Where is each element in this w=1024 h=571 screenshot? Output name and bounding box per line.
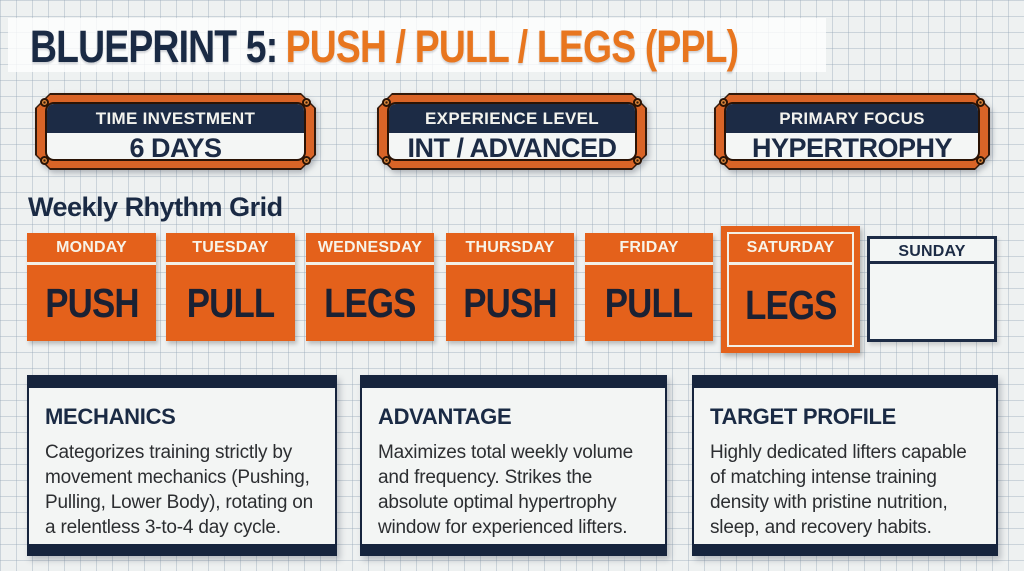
week-grid-heading: Weekly Rhythm Grid (28, 192, 283, 222)
day-name: THURSDAY (465, 239, 555, 256)
card-text: Highly dedicated lifters capable of matc… (710, 442, 967, 539)
badge-time-investment: TIME INVESTMENT 6 DAYS (35, 93, 316, 170)
day-cell-thursday: THURSDAY PUSH (446, 233, 574, 341)
page-title: BLUEPRINT 5:PUSH / PULL / LEGS (PPL) (30, 21, 739, 73)
badge-label: EXPERIENCE LEVEL (389, 104, 635, 133)
badge-value: HYPERTROPHY (751, 133, 953, 161)
card-text: Maximizes total weekly volume and freque… (378, 442, 634, 539)
day-separator (166, 262, 295, 265)
card-title: MECHANICS (45, 404, 176, 429)
screw-icon (633, 98, 642, 107)
card-text: Categorizes training strictly by movemen… (45, 442, 314, 539)
day-body: PULL (166, 265, 295, 341)
day-body: LEGS (306, 265, 434, 341)
day-name: SATURDAY (746, 239, 835, 256)
day-cell-sunday-rest: SUNDAY (867, 236, 997, 342)
day-body: LEGS (729, 265, 852, 345)
highlight-frame: SATURDAY LEGS (727, 232, 854, 347)
day-cell-wednesday: WEDNESDAY LEGS (306, 233, 434, 341)
card-title: TARGET PROFILE (710, 404, 897, 429)
badge-value: 6 DAYS (129, 133, 222, 161)
screw-icon (633, 156, 642, 165)
day-name: MONDAY (56, 239, 127, 256)
day-name: SUNDAY (870, 239, 994, 264)
screw-icon (40, 156, 49, 165)
day-name: TUESDAY (192, 239, 269, 256)
day-body-empty (870, 264, 994, 339)
day-separator (446, 262, 574, 265)
day-name: WEDNESDAY (317, 239, 423, 256)
page-title-prefix: BLUEPRINT 5: (30, 21, 278, 72)
screw-icon (382, 156, 391, 165)
badge-plate: TIME INVESTMENT 6 DAYS (45, 102, 306, 161)
day-name: FRIDAY (619, 239, 679, 256)
card-target-profile: TARGET PROFILE Highly dedicated lifters … (692, 375, 998, 556)
day-separator (585, 262, 713, 265)
day-cell-monday: MONDAY PUSH (27, 233, 156, 341)
day-separator (27, 262, 156, 265)
day-body: PUSH (446, 265, 574, 341)
badge-plate: PRIMARY FOCUS HYPERTROPHY (724, 102, 980, 161)
card-advantage: ADVANTAGE Maximizes total weekly volume … (360, 375, 667, 556)
screw-icon (302, 156, 311, 165)
day-session: PUSH (44, 279, 139, 326)
screw-icon (382, 98, 391, 107)
day-session: PULL (605, 279, 693, 326)
card-mechanics: MECHANICS Categorizes training strictly … (27, 375, 337, 556)
screw-icon (302, 98, 311, 107)
day-body: PULL (585, 265, 713, 341)
day-session: PULL (186, 279, 275, 326)
screw-icon (719, 156, 728, 165)
title-backdrop (8, 18, 826, 72)
screw-icon (40, 98, 49, 107)
day-session: LEGS (744, 281, 837, 328)
badge-plate: EXPERIENCE LEVEL INT / ADVANCED (387, 102, 637, 161)
page-title-main: PUSH / PULL / LEGS (PPL) (285, 21, 739, 72)
day-session: PUSH (463, 279, 557, 326)
badge-experience-level: EXPERIENCE LEVEL INT / ADVANCED (377, 93, 647, 170)
day-session: LEGS (324, 279, 416, 326)
badge-primary-focus: PRIMARY FOCUS HYPERTROPHY (714, 93, 990, 170)
day-cell-friday: FRIDAY PULL (585, 233, 713, 341)
day-cell-saturday-highlighted: SATURDAY LEGS (721, 226, 860, 353)
badge-label: PRIMARY FOCUS (726, 104, 978, 133)
screw-icon (976, 98, 985, 107)
day-separator (306, 262, 434, 265)
card-title: ADVANTAGE (378, 404, 512, 429)
day-cell-tuesday: TUESDAY PULL (166, 233, 295, 341)
day-body: PUSH (27, 265, 156, 341)
screw-icon (976, 156, 985, 165)
screw-icon (719, 98, 728, 107)
badge-value: INT / ADVANCED (407, 133, 618, 161)
day-separator (729, 262, 852, 265)
badge-label: TIME INVESTMENT (47, 104, 304, 133)
